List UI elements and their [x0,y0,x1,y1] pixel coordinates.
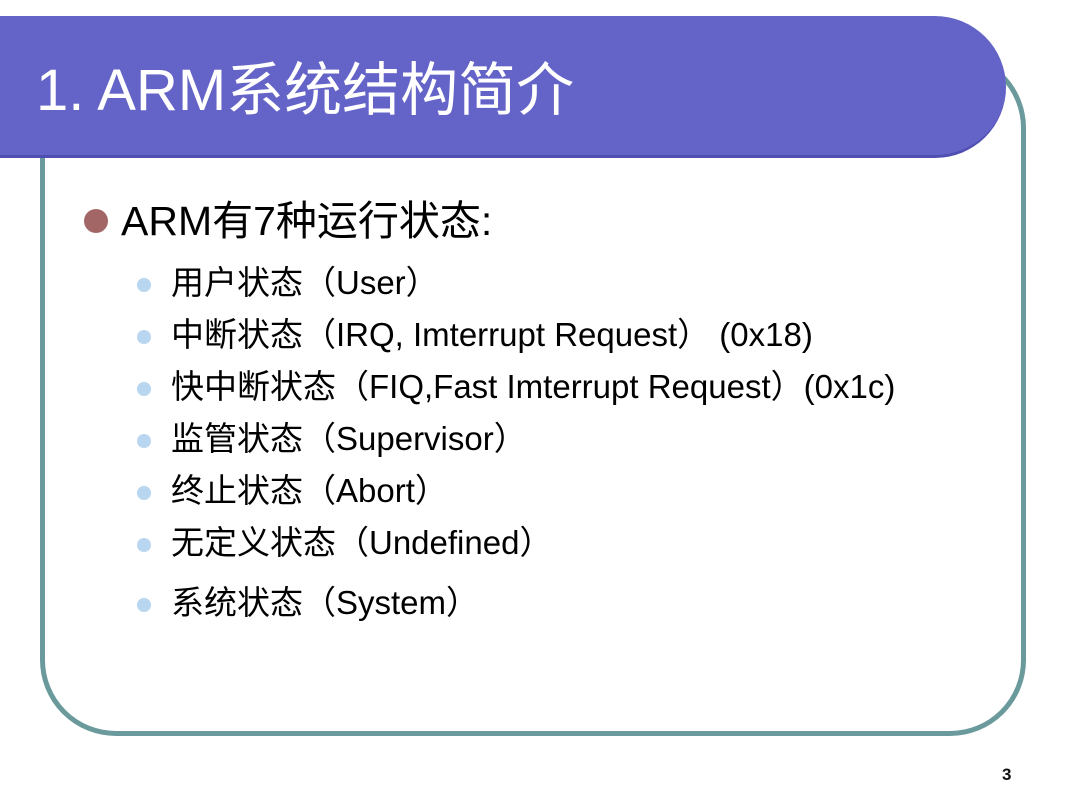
arm-mode-item-user: 用户状态（User） [137,257,1007,309]
arm-mode-label: 终止状态（Abort） [171,472,448,509]
sub-bullet-icon [137,434,151,448]
main-bullet-text: ARM有7种运行状态: [121,198,493,244]
sub-bullet-icon [137,598,151,612]
arm-mode-item-supervisor: 监管状态（Supervisor） [137,413,1007,465]
arm-mode-label: 监管状态（Supervisor） [171,420,527,457]
slide-page-number: 3 [1002,765,1012,784]
sub-bullet-icon [137,382,151,396]
arm-mode-list: 用户状态（User） 中断状态（IRQ, Imterrupt Request） … [137,257,1007,629]
arm-mode-item-abort: 终止状态（Abort） [137,465,1007,517]
title-bar: 1. ARM系统结构简介 [0,16,1006,158]
sub-bullet-icon [137,330,151,344]
arm-mode-label: 快中断状态（FIQ,Fast Imterrupt Request）(0x1c) [171,368,896,405]
arm-mode-item-system: 系统状态（System） [137,577,1007,629]
arm-mode-label: 用户状态（User） [171,264,439,301]
sub-bullet-icon [137,278,151,292]
main-bullet-icon [84,209,108,233]
arm-mode-item-undefined: 无定义状态（Undefined） [137,517,1007,569]
arm-mode-label: 中断状态（IRQ, Imterrupt Request） (0x18) [171,316,813,353]
content-frame [40,52,1026,736]
arm-mode-item-fiq: 快中断状态（FIQ,Fast Imterrupt Request）(0x1c) [137,361,1007,413]
sub-bullet-icon [137,538,151,552]
sub-bullet-icon [137,486,151,500]
slide-title: 1. ARM系统结构简介 [36,58,575,123]
arm-mode-label: 系统状态（System） [171,584,480,621]
arm-mode-label: 无定义状态（Undefined） [171,524,553,561]
arm-mode-item-irq: 中断状态（IRQ, Imterrupt Request） (0x18) [137,309,1007,361]
